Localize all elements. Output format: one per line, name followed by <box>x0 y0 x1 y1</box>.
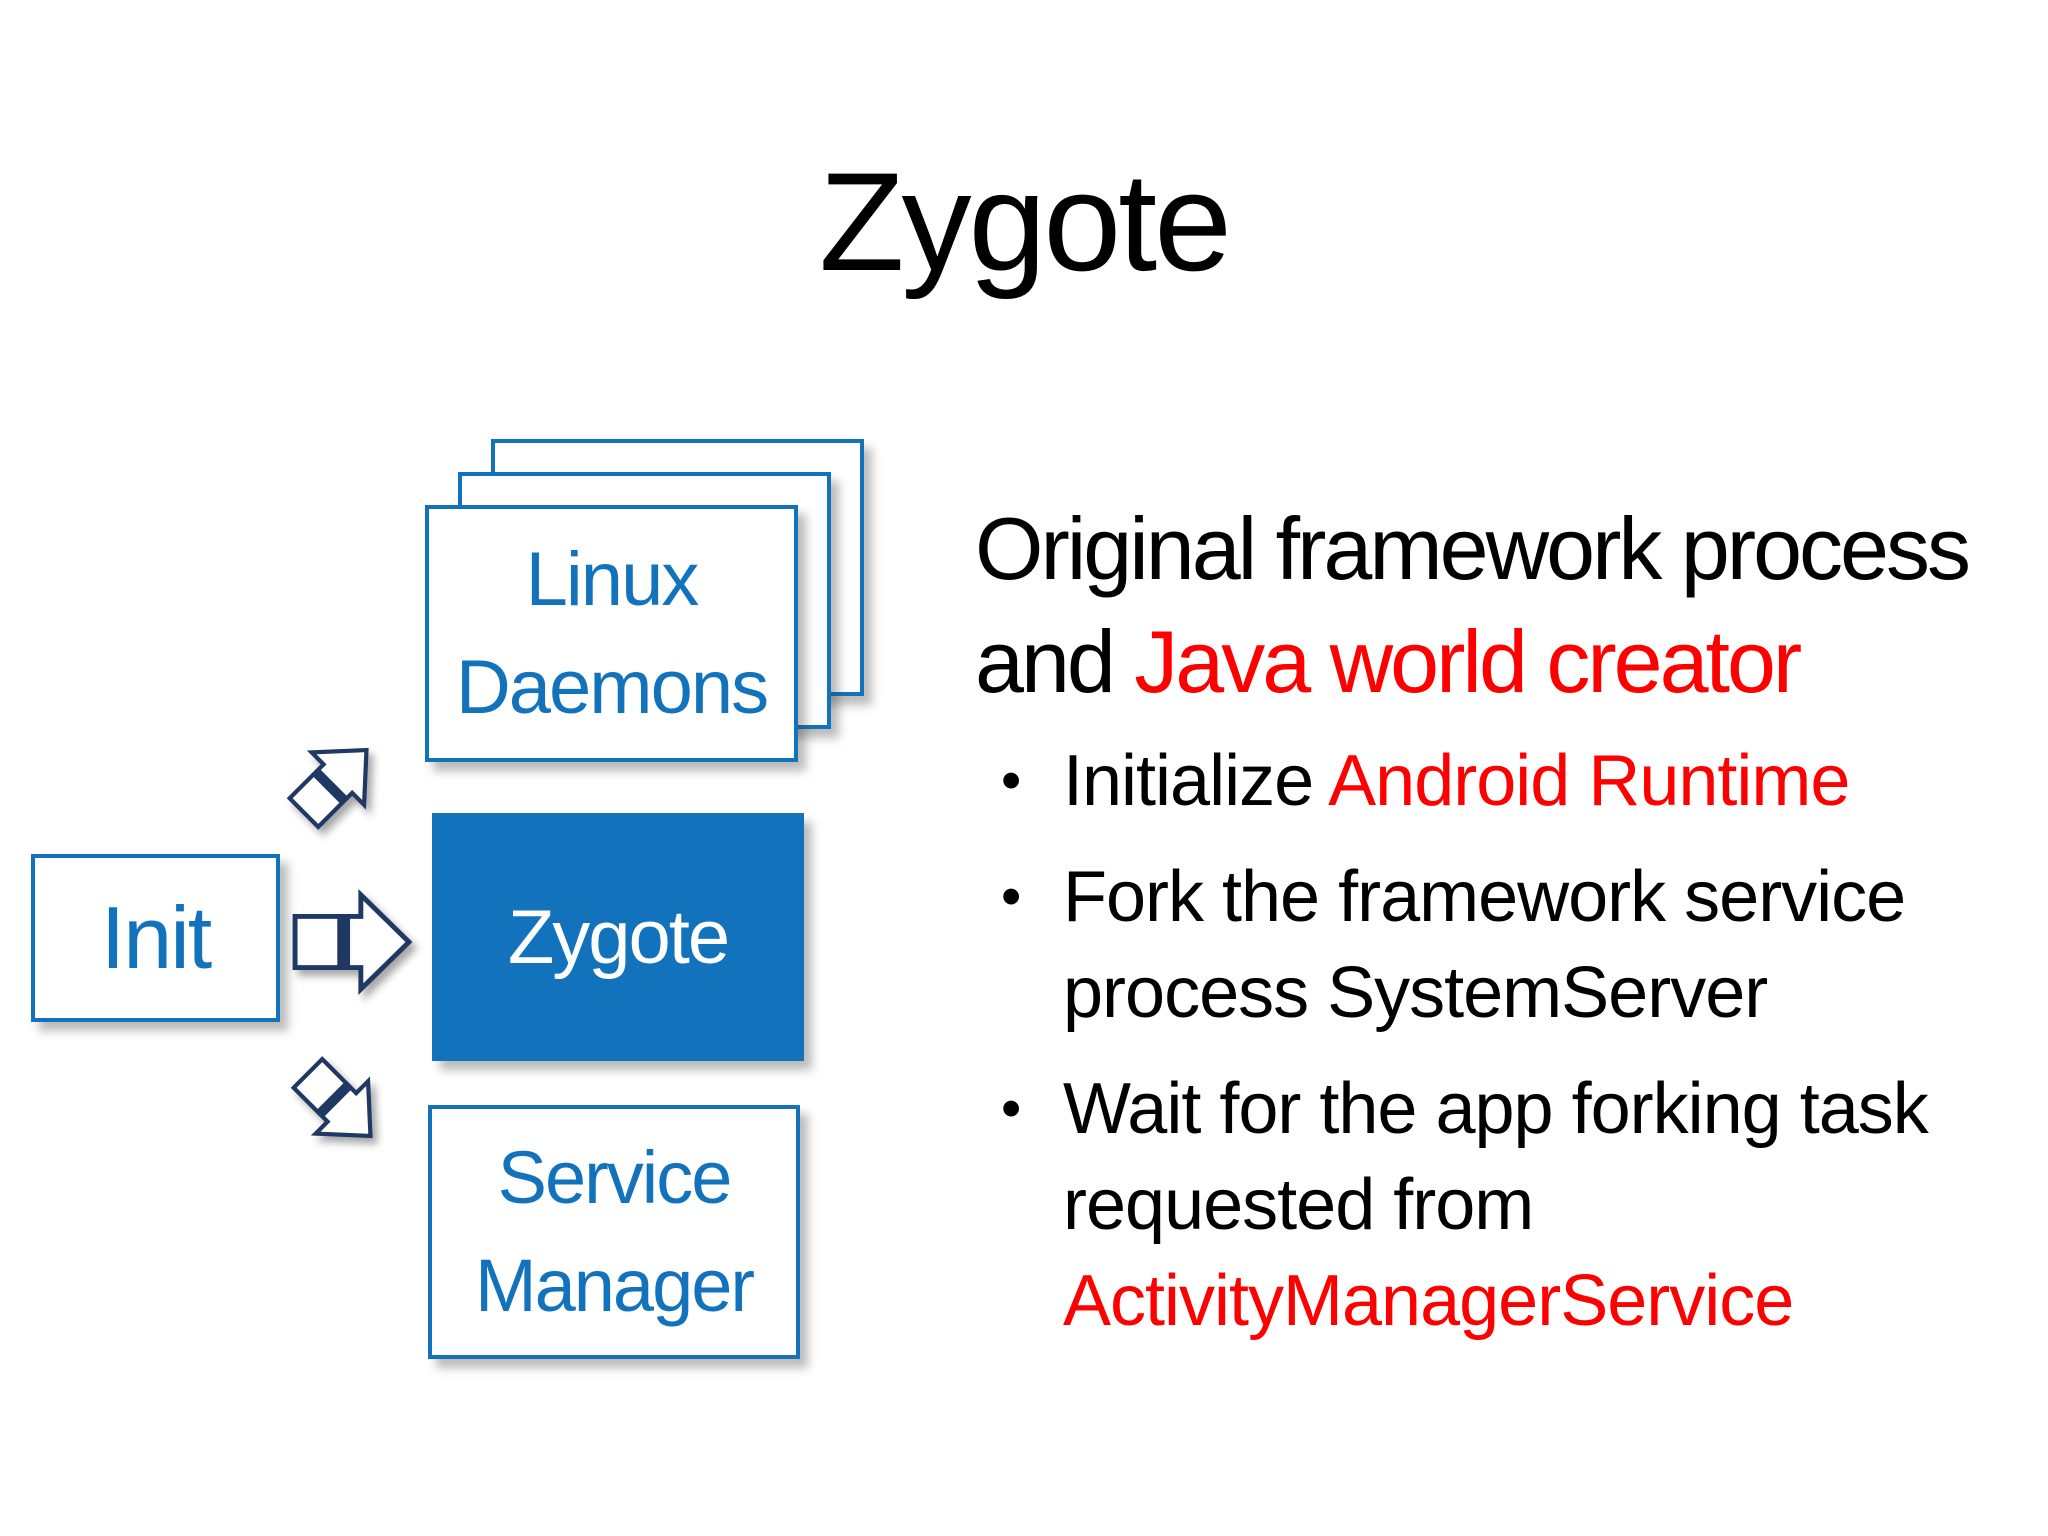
bullet2-line2-text: process SystemServer <box>1063 953 1768 1033</box>
linux-daemons-label-line2: Daemons <box>455 644 769 730</box>
bullet-marker: • <box>1001 864 1021 929</box>
bullet3-line2-text: requested from <box>1063 1165 1534 1245</box>
bullet2-line1-text: Fork the framework service <box>1063 857 1906 937</box>
list-item: • Fork the framework service process Sys… <box>1001 849 2041 1041</box>
service-manager-label-line2: Manager <box>474 1244 755 1327</box>
striped-arrow-right-icon <box>292 888 414 996</box>
zygote-label: Zygote <box>507 894 730 980</box>
heading-line2-red: Java world creator <box>1134 612 1802 711</box>
bullet1-black-text: Initialize <box>1063 741 1329 821</box>
init-label: Init <box>100 888 212 987</box>
heading-line1: Original framework process <box>975 492 2035 605</box>
bullet3-line3: ActivityManagerService <box>1063 1253 1928 1349</box>
heading-line2: and Java world creator <box>975 605 2035 718</box>
bullet3-line2: requested from <box>1063 1157 1928 1253</box>
bullet1-red-text: Android Runtime <box>1328 741 1850 821</box>
service-manager-label-line1: Service <box>497 1136 733 1219</box>
bullet3-line1: Wait for the app forking task <box>1063 1061 1929 1157</box>
linux-daemons-label-line1: Linux <box>525 536 700 622</box>
bullet2-line2: process SystemServer <box>1063 945 1905 1041</box>
zygote-box: Zygote <box>432 813 804 1061</box>
bullet2-line1: Fork the framework service <box>1063 849 1906 945</box>
bullet1-line1: Initialize Android Runtime <box>1063 733 1850 829</box>
striped-arrow-up-right-icon <box>278 726 393 836</box>
service-manager-box: Service Manager <box>428 1105 800 1359</box>
init-box: Init <box>31 854 280 1022</box>
striped-arrow-down-right-icon <box>282 1050 397 1160</box>
heading-line1-text: Original framework process <box>975 499 1971 598</box>
bullet-marker: • <box>1001 1076 1021 1141</box>
bullet-marker: • <box>1001 748 1021 813</box>
heading-line2-black: and <box>975 612 1135 711</box>
heading: Original framework process and Java worl… <box>975 492 2035 718</box>
linux-daemons-box: Linux Daemons <box>425 505 798 762</box>
list-item: • Initialize Android Runtime <box>1001 733 2041 829</box>
bullet3-line3-red-text: ActivityManagerService <box>1063 1261 1794 1341</box>
bullet3-line1-text: Wait for the app forking task <box>1063 1069 1929 1149</box>
slide-title: Zygote <box>819 143 1232 300</box>
list-item: • Wait for the app forking task requeste… <box>1001 1061 2041 1349</box>
bullet-list: • Initialize Android Runtime • Fork the … <box>1001 733 2041 1369</box>
